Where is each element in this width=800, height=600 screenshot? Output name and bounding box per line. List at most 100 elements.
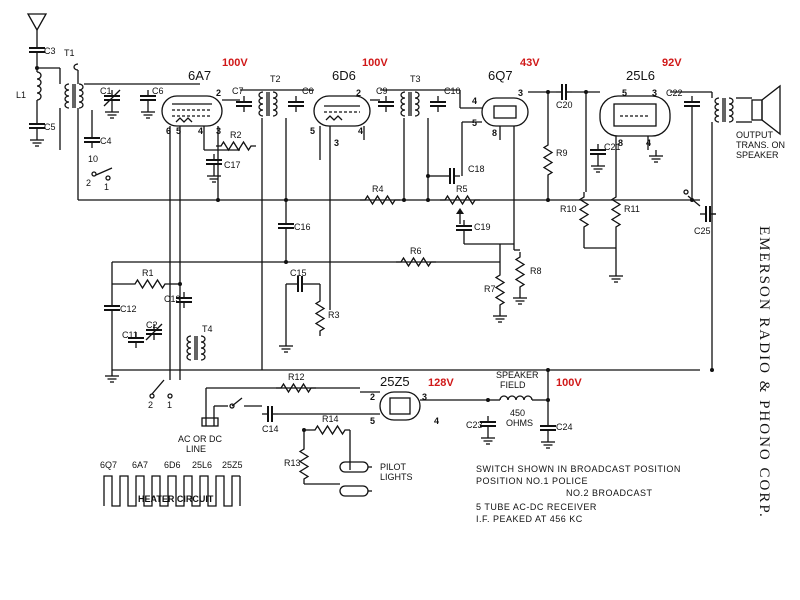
ground-icon <box>540 435 556 449</box>
label-r2: R2 <box>230 130 242 140</box>
capacitor-c20 <box>555 83 573 101</box>
pin-6d6-4: 4 <box>358 126 363 136</box>
pin-6q7-4: 4 <box>472 96 477 106</box>
ground-icon <box>512 291 528 305</box>
pin-6q7-3: 3 <box>518 88 523 98</box>
pin-6a7-6: 6 <box>166 126 171 136</box>
resistor-r9 <box>543 139 553 181</box>
label-c16: C16 <box>294 222 311 232</box>
ground-icon <box>206 169 222 183</box>
tube-label-25l6: 25L6 <box>626 68 655 83</box>
pin-25l6-3: 3 <box>652 88 657 98</box>
label-field-ohms-1: 450 <box>510 408 525 418</box>
ground-icon <box>590 159 606 173</box>
resistor-r11 <box>611 191 621 233</box>
tube-6a7 <box>161 95 223 127</box>
capacitor-c24 <box>539 419 557 437</box>
label-r3: R3 <box>328 310 340 320</box>
label-r5: R5 <box>456 184 468 194</box>
ground-icon <box>492 309 508 323</box>
capacitor-c17 <box>205 153 223 171</box>
label-c9: C9 <box>376 86 388 96</box>
label-c17: C17 <box>224 160 241 170</box>
label-trans-on: TRANS. ON <box>736 140 785 150</box>
capacitor-c15 <box>291 275 309 293</box>
heater-tube-25z5: 25Z5 <box>222 460 243 470</box>
ground-icon <box>140 105 156 119</box>
ground-icon <box>648 149 664 163</box>
transformer-t1 <box>64 83 84 109</box>
tone-switch[interactable] <box>687 195 701 207</box>
label-switch-1: 1 <box>104 182 109 192</box>
note-receiver: 5 TUBE AC-DC RECEIVER <box>476 502 597 512</box>
pin-6q7-5: 5 <box>472 118 477 128</box>
pin-6d6-3: 3 <box>334 138 339 148</box>
switch-contact <box>149 393 155 399</box>
resistor-r3 <box>315 295 325 337</box>
label-c14: C14 <box>262 424 279 434</box>
label-c7: C7 <box>232 86 244 96</box>
voltage-25l6: 92V <box>662 57 682 69</box>
label-10: 10 <box>88 154 98 164</box>
label-c6: C6 <box>152 86 164 96</box>
voltage-25z5: 128V <box>428 377 454 389</box>
voltage-6d6: 100V <box>362 57 388 69</box>
label-t1: T1 <box>64 48 75 58</box>
capacitor-c8 <box>287 95 305 113</box>
label-speaker: SPEAKER <box>736 150 779 160</box>
pin-25l6-5: 5 <box>622 88 627 98</box>
label-r4: R4 <box>372 184 384 194</box>
capacitor-c18 <box>443 167 461 185</box>
pin-25z5-5: 5 <box>370 416 375 426</box>
note-position-2: NO.2 BROADCAST <box>566 488 653 498</box>
switch-contact <box>683 189 689 195</box>
label-output: OUTPUT <box>736 130 774 140</box>
pin-6d6-2: 2 <box>356 88 361 98</box>
heater-tube-6q7: 6Q7 <box>100 460 117 470</box>
note-position-1: POSITION NO.1 POLICE <box>476 476 588 486</box>
ground-icon <box>608 269 624 283</box>
label-c15: C15 <box>290 268 307 278</box>
capacitor-c7 <box>235 95 253 113</box>
tube-label-6a7: 6A7 <box>188 68 211 83</box>
band-switch-2[interactable] <box>151 379 165 395</box>
label-c20: C20 <box>556 100 573 110</box>
ground-icon <box>480 431 496 445</box>
label-c8: C6 <box>302 86 314 96</box>
tube-25z5 <box>379 391 421 421</box>
switch-contact <box>105 175 111 181</box>
pin-25z5-4: 4 <box>434 416 439 426</box>
label-pilot-1: PILOT <box>380 462 407 472</box>
capacitor-c5 <box>28 117 46 135</box>
ground-icon <box>104 105 120 119</box>
label-t4: T4 <box>202 324 213 334</box>
label-switch-2: 2 <box>86 178 91 188</box>
label-c24: C24 <box>556 422 573 432</box>
pin-6q7-8: 8 <box>492 128 497 138</box>
pin-25z5-2: 2 <box>370 392 375 402</box>
band-switch[interactable] <box>95 167 113 176</box>
tube-6d6 <box>313 95 371 127</box>
label-r6: R6 <box>410 246 422 256</box>
label-c18: C18 <box>468 164 485 174</box>
tube-label-6q7: 6Q7 <box>488 68 513 83</box>
tube-label-25z5: 25Z5 <box>380 374 410 389</box>
power-switch[interactable] <box>231 397 243 407</box>
note-switch-shown: SWITCH SHOWN IN BROADCAST POSITION <box>476 464 681 474</box>
label-l1: L1 <box>16 90 26 100</box>
ground-icon <box>278 339 294 353</box>
label-t3: T3 <box>410 74 421 84</box>
ground-icon <box>29 133 45 147</box>
note-if-peaked: I.F. PEAKED AT 456 KC <box>476 514 583 524</box>
tube-6q7 <box>481 97 529 127</box>
label-r9: R9 <box>556 148 568 158</box>
label-c10: C10 <box>444 86 461 96</box>
pin-6d6-5: 5 <box>310 126 315 136</box>
voltage-field: 100V <box>556 377 582 389</box>
label-line-1: AC OR DC <box>178 434 223 444</box>
label-r14: R14 <box>322 414 339 424</box>
label-speaker-field-2: FIELD <box>500 380 526 390</box>
label-r7: R7 <box>484 284 496 294</box>
resistor-r2 <box>215 141 257 151</box>
